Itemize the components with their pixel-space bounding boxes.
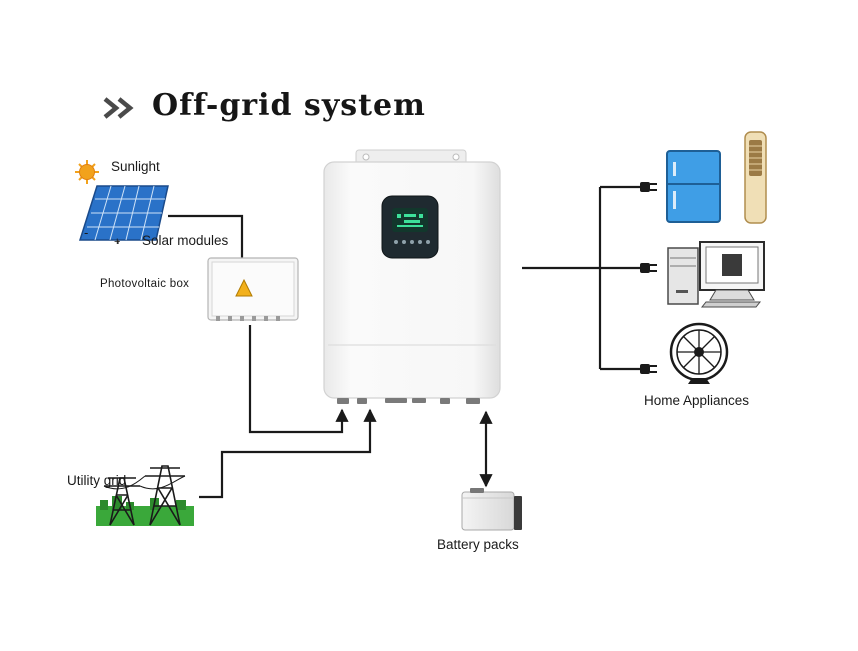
battery-icon bbox=[461, 488, 522, 531]
transmission-tower-icon bbox=[96, 465, 194, 526]
plug-icon bbox=[640, 364, 657, 374]
polarity-plus-label: + bbox=[114, 236, 121, 248]
sun-icon bbox=[75, 160, 99, 184]
plug-icon bbox=[640, 182, 657, 192]
photovoltaic-box-icon bbox=[207, 257, 299, 321]
battery-packs-label: Battery packs bbox=[437, 537, 519, 552]
utility-grid-label: Utility grid bbox=[67, 473, 127, 488]
sunlight-label: Sunlight bbox=[111, 159, 160, 174]
plug-icon bbox=[640, 263, 657, 273]
solar-to-pvbox-line bbox=[168, 214, 244, 258]
polarity-minus-label: - bbox=[84, 225, 89, 240]
computer-icon bbox=[667, 241, 765, 308]
tower-air-conditioner-icon bbox=[744, 131, 767, 224]
inverter-icon bbox=[323, 149, 501, 404]
home-appliances-label: Home Appliances bbox=[644, 393, 750, 408]
refrigerator-icon bbox=[666, 150, 721, 223]
grid-to-inverter-line bbox=[199, 408, 377, 499]
connection-lines bbox=[168, 185, 640, 499]
diagram-title: Off-grid system bbox=[152, 88, 426, 123]
solar-panel-icon bbox=[78, 185, 169, 244]
double-chevron-right-icon bbox=[103, 97, 134, 119]
solar-modules-label: Solar modules bbox=[142, 233, 229, 248]
pvbox-to-inverter-line bbox=[248, 325, 349, 434]
fan-icon bbox=[669, 322, 729, 384]
photovoltaic-box-label: Photovoltaic box bbox=[100, 278, 190, 290]
